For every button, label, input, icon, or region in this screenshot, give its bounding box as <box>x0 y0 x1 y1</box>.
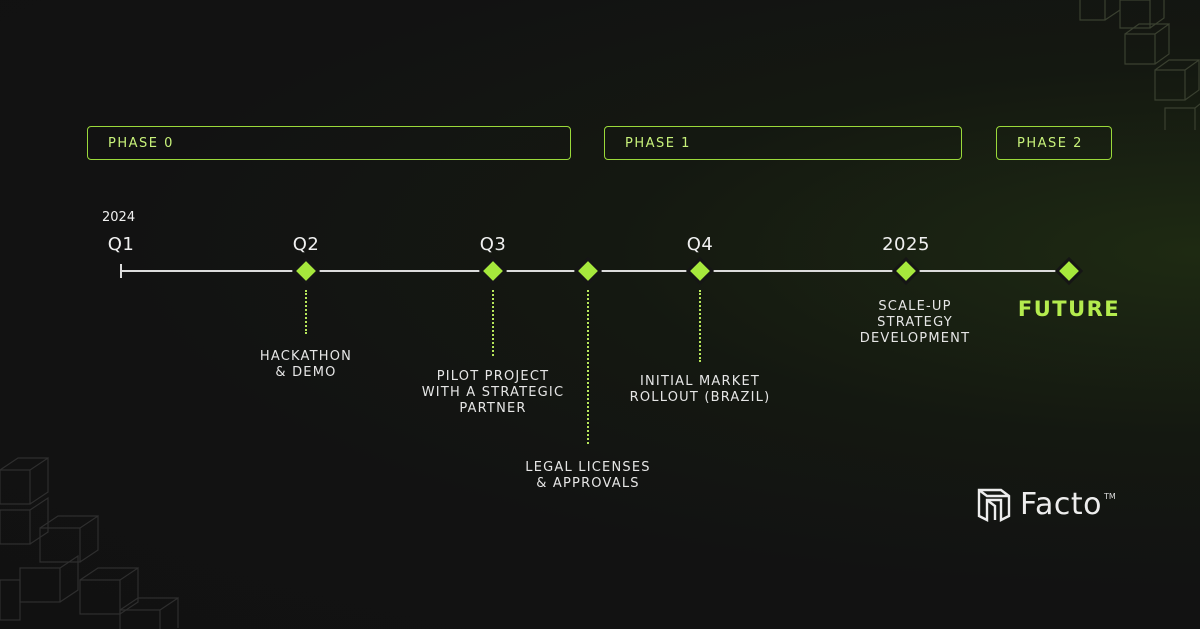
milestone-label-q1: Q1 <box>107 234 135 255</box>
year-label: 2024 <box>102 210 136 225</box>
milestone-marker-2025 <box>896 261 916 281</box>
timeline-start-tick <box>120 264 122 278</box>
milestone-label-q2: Q2 <box>292 234 320 255</box>
milestone-label-q4: Q4 <box>686 234 714 255</box>
milestone-future-label: FUTURE <box>1017 297 1121 321</box>
milestone-label-2025: 2025 <box>882 234 930 255</box>
facto-logo-icon <box>977 488 1011 522</box>
milestone-label-q3: Q3 <box>479 234 507 255</box>
phase-0-label: PHASE 0 <box>108 135 174 151</box>
trademark-mark: TM <box>1104 492 1116 501</box>
milestone-desc-q2: HACKATHON & DEMO <box>259 349 353 380</box>
cube-pattern-bottom-left <box>0 456 179 629</box>
milestone-marker-q4 <box>690 261 710 281</box>
milestone-desc-q4: INITIAL MARKET ROLLOUT (BRAZIL) <box>629 374 771 405</box>
milestone-desc-2025: SCALE-UP STRATEGY DEVELOPMENT <box>859 299 971 346</box>
phase-1-label: PHASE 1 <box>625 135 691 151</box>
milestone-desc-legal: LEGAL LICENSES & APPROVALS <box>525 460 651 491</box>
milestone-desc-q3: PILOT PROJECT WITH A STRATEGIC PARTNER <box>421 369 565 416</box>
phase-1-box: PHASE 1 <box>604 126 962 160</box>
phase-2-box: PHASE 2 <box>996 126 1112 160</box>
facto-logo-text: Facto <box>1020 486 1102 522</box>
cube-pattern-top-right <box>1079 0 1200 130</box>
milestone-marker-future <box>1059 261 1079 281</box>
phase-0-box: PHASE 0 <box>87 126 571 160</box>
phase-2-label: PHASE 2 <box>1017 135 1083 151</box>
connector-q2 <box>305 290 307 334</box>
milestone-marker-q3 <box>483 261 503 281</box>
connector-legal <box>587 290 589 444</box>
milestone-marker-q2 <box>296 261 316 281</box>
connector-q3 <box>492 290 494 356</box>
milestone-marker-legal <box>578 261 598 281</box>
connector-q4 <box>699 290 701 362</box>
facto-logo: Facto TM <box>976 486 1116 522</box>
